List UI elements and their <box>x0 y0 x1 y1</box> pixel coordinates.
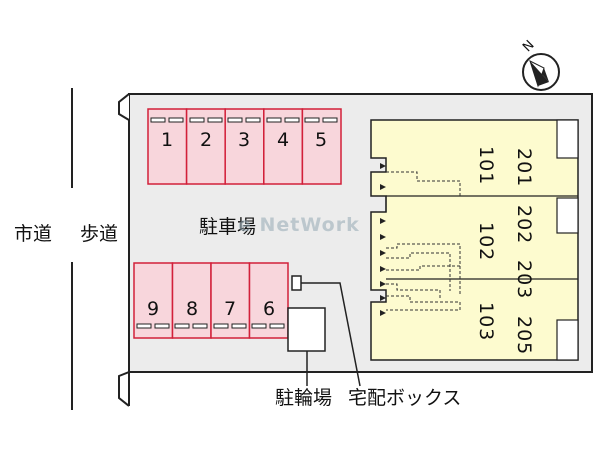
wheel-stop <box>231 323 247 329</box>
wheel-stop <box>154 323 170 329</box>
unit-label: 203 <box>513 260 535 300</box>
unit-label: 205 <box>513 316 535 356</box>
unit-label: 101 <box>475 146 497 186</box>
wheel-stop <box>189 117 205 123</box>
balcony-201 <box>556 119 579 159</box>
wheel-stop <box>168 117 184 123</box>
entrance-notch-bottom <box>118 371 130 407</box>
balcony-202 <box>556 197 579 234</box>
unit-label: 202 <box>513 205 535 245</box>
watermark: e NetWork <box>238 214 360 236</box>
wheel-stop <box>269 323 285 329</box>
wheel-stop <box>174 323 190 329</box>
entrance-notch-top <box>118 93 130 121</box>
entrance-arrows <box>380 163 386 316</box>
parking-top-row <box>147 108 342 185</box>
stair-dashed-lines <box>386 171 461 311</box>
parking-number: 2 <box>199 129 213 151</box>
parking-number: 3 <box>237 129 251 151</box>
delivery-box-leader <box>301 282 361 387</box>
compass-icon <box>522 53 560 91</box>
bicycle-parking-label: 駐輪場 <box>275 387 333 409</box>
parking-number: 1 <box>160 129 174 151</box>
parking-stall-4 <box>263 108 304 185</box>
wheel-stop <box>227 117 243 123</box>
parking-number: 5 <box>314 129 328 151</box>
building-outline <box>370 119 579 361</box>
parking-label: 駐車場 <box>199 216 257 238</box>
unit-label: 103 <box>475 302 497 342</box>
wheel-stop <box>284 117 300 123</box>
sidewalk-label: 歩道 <box>80 223 119 245</box>
delivery-box-label: 宅配ボックス <box>348 387 462 409</box>
wheel-stop <box>136 323 152 329</box>
wheel-stop <box>322 117 338 123</box>
parking-bottom-row <box>133 262 289 339</box>
parking-number: 9 <box>146 298 160 320</box>
parking-number: 7 <box>223 298 237 320</box>
wheel-stop <box>304 117 320 123</box>
road-label: 市道 <box>14 223 53 245</box>
wheel-stop <box>213 323 229 329</box>
wheel-stop <box>150 117 166 123</box>
unit-label: 201 <box>513 148 535 188</box>
delivery-box <box>291 275 302 291</box>
parking-number: 4 <box>276 129 290 151</box>
unit-label: 102 <box>475 222 497 262</box>
balcony-205 <box>556 319 579 361</box>
wheel-stop <box>251 323 267 329</box>
wheel-stop <box>245 117 261 123</box>
parking-number: 8 <box>185 298 199 320</box>
wheel-stop <box>192 323 208 329</box>
parking-number: 6 <box>262 298 276 320</box>
apartment-building <box>370 119 579 361</box>
bicycle-parking-area <box>287 307 326 352</box>
wheel-stop <box>266 117 282 123</box>
wheel-stop <box>207 117 223 123</box>
